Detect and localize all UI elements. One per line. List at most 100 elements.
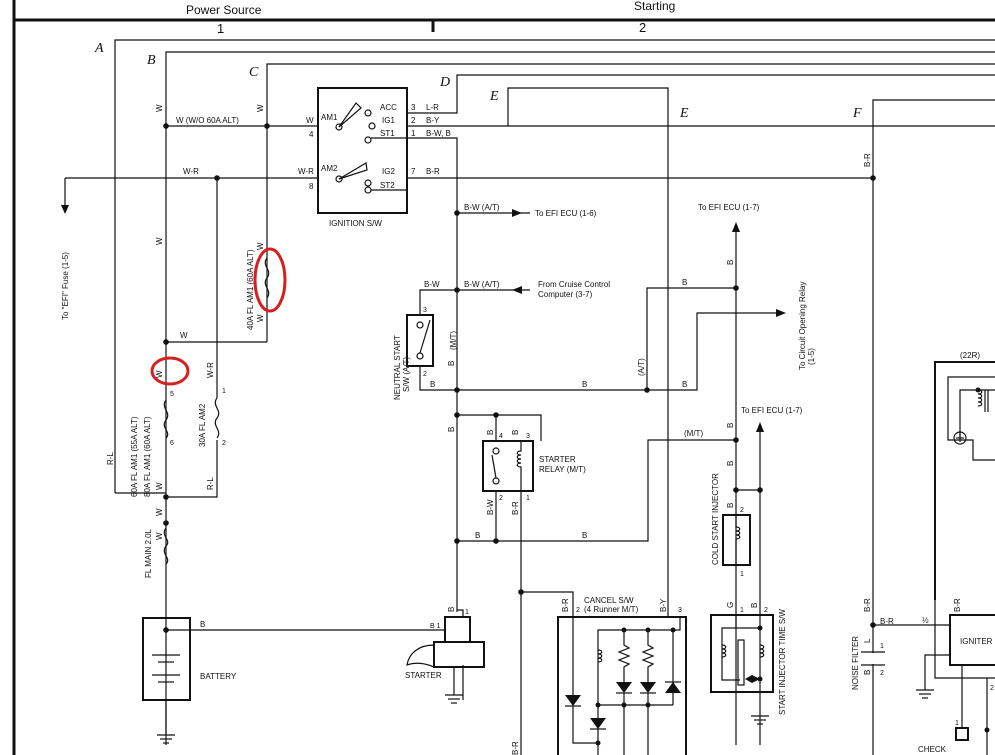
wire-label: 5 (170, 391, 174, 398)
wire-label: 4 (499, 433, 503, 440)
wire-label: 2 (423, 371, 427, 378)
check-label: CHECK (918, 745, 947, 754)
rotated-labels: W W W W W 40A FL AM1 (60A ALT) To "EFI" … (61, 104, 265, 578)
cancel-switch: CANCEL S/W (4 Runner M/T) 2 3 (557, 596, 687, 755)
section-starting: Starting (634, 0, 675, 13)
fuse-main-icon (163, 527, 169, 565)
wire-label: B (447, 361, 456, 366)
fuse-80a-label: 80A FL AM1 (60A ALT) (143, 416, 152, 497)
highlight-circle-60a (150, 356, 190, 386)
wire-ig2: B-R (426, 167, 440, 176)
bw-label: B-W (424, 280, 440, 289)
wire-label-b-battery: B (200, 620, 205, 629)
wire-label: (A/T) (637, 358, 646, 376)
wire-label: B (750, 603, 759, 608)
wire-label: B 1 (430, 623, 441, 630)
ig1-label: IG1 (382, 116, 395, 125)
wire-am1: W (306, 116, 314, 125)
start-injector-time-switch: 1 2 (710, 607, 774, 725)
wire-label: W (256, 104, 265, 112)
ground-icon (157, 734, 175, 744)
to-efi-fuse-label: To "EFI" Fuse (1-5) (61, 252, 70, 320)
fuse-60a-label: 60A FL AM1 (55A ALT) (130, 416, 139, 497)
ground-icon (916, 689, 934, 699)
neutral-start-label-2: S/W (A/T) (402, 357, 411, 392)
junctions (163, 123, 876, 633)
pin-am2: 8 (309, 182, 314, 191)
wire-label: W (155, 508, 164, 516)
ground-icon (445, 667, 463, 704)
wire-label-wo60: W (W/O 60A ALT) (176, 116, 239, 125)
br-label: B-R (880, 617, 894, 626)
wire-label: 2 (880, 670, 884, 677)
ground-icon (751, 715, 769, 725)
wire-label: B (447, 427, 456, 432)
cold-start-label: COLD START INJECTOR (711, 473, 720, 565)
wire-label: B (475, 531, 480, 540)
wire-label: 3 (678, 607, 682, 614)
to-efi-ecu-17-top: To EFI ECU (1-7) (698, 203, 760, 212)
wire-st1: B-W, B (426, 129, 451, 138)
pin-ig2: 7 (411, 167, 416, 176)
wire-label: 2 (990, 685, 994, 692)
rotated-center-labels: B (M/T) B (A/T) B B B NEUTRAL START S/W … (393, 153, 962, 755)
noise-filter-label: NOISE FILTER (851, 636, 860, 690)
bw-at-label: B-W (A/T) (464, 203, 500, 212)
bw-at-label-2: B-W (A/T) (464, 280, 500, 289)
ignition-switch-title: IGNITION S/W (329, 219, 382, 228)
battery: BATTERY (142, 617, 237, 744)
wire-label: 1 (740, 607, 744, 614)
wire-label: W-R (206, 362, 215, 378)
igniter: IGNITER ½ 1 2 CHECK (916, 580, 995, 755)
wire-label: (M/T) (449, 331, 458, 350)
wire-label: 1 (526, 495, 530, 502)
wire-ig1: B-Y (426, 116, 440, 125)
igniter-label: IGNITER (960, 637, 993, 646)
column-2: 2 (639, 20, 646, 35)
wire-label: R-L (206, 477, 215, 490)
to-efi-ecu-17-mid: To EFI ECU (1-7) (741, 406, 803, 415)
starter-label: STARTER (405, 671, 442, 680)
wire-label: 1 (740, 571, 744, 578)
wire-label: B (447, 607, 456, 612)
am1-label: AM1 (321, 113, 338, 122)
half-label: ½ (922, 616, 929, 625)
fuse-icons (163, 257, 270, 565)
wire-label: B (682, 380, 687, 389)
wire-label: B (726, 423, 735, 428)
wire-label: W (155, 482, 164, 490)
wire-label: B (863, 670, 872, 675)
wire-label: 1 (880, 643, 884, 650)
wire-label: B-R (953, 598, 962, 612)
wire-label: 3 (526, 433, 530, 440)
wire-label: B (726, 503, 735, 508)
wire-am2: W-R (298, 167, 314, 176)
wire-label: B-Y (659, 598, 668, 612)
wire-label: 6 (170, 440, 174, 447)
to-efi-ecu-16: To EFI ECU (1-6) (535, 209, 597, 218)
wire-label: 1 (465, 609, 469, 616)
wire-label-wr: W-R (183, 167, 199, 176)
pin-st1: 1 (411, 129, 416, 138)
wire-label: 3 (423, 307, 427, 314)
battery-label: BATTERY (200, 672, 237, 681)
wire-label: G (726, 602, 735, 608)
wire-label: 2 (764, 607, 768, 614)
pin-am1: 4 (309, 130, 314, 139)
acc-label: ACC (380, 103, 397, 112)
wire-label: B (511, 430, 520, 435)
circuit-a: A (94, 41, 104, 56)
wire-label: L (863, 638, 872, 643)
cancel-switch-label-2: (4 Runner M/T) (584, 605, 639, 614)
wire-label: B-R (511, 741, 520, 755)
wire-label: W (155, 370, 164, 378)
wire-label: 1 (222, 388, 226, 395)
starter-relay-label-2: RELAY (M/T) (539, 465, 586, 474)
cold-start-injector: 2 1 (722, 507, 751, 578)
wire-acc: L-R (426, 103, 439, 112)
wire-label: W (155, 104, 164, 112)
to-circuit-opening-relay-1: To Circuit Opening Relay (798, 282, 807, 370)
wire-label: B (582, 531, 587, 540)
wire-label: B (582, 380, 587, 389)
